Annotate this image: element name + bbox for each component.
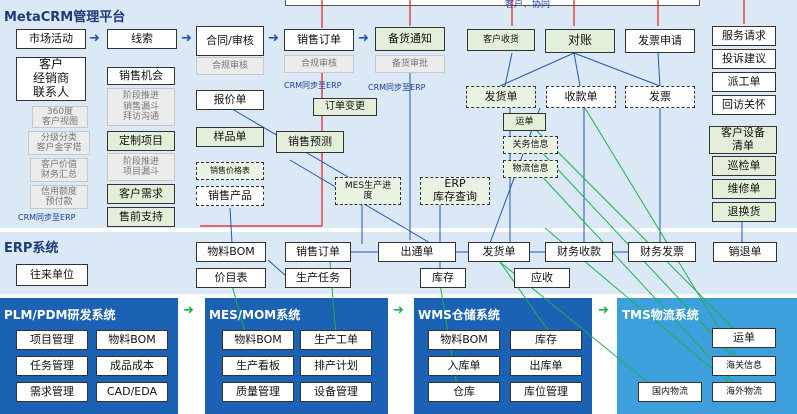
tms-logistics-box: 物流信息: [503, 160, 558, 178]
wms-box-3: 入库单: [428, 356, 500, 376]
mes-box-1: 物料BOM: [222, 330, 294, 350]
wms-box-5: 仓库: [428, 382, 500, 402]
sales-order-box: 销售订单: [284, 29, 354, 51]
plm-title: PLM/PDM研发系统: [4, 308, 116, 322]
complaint-box: 投诉建议: [712, 49, 776, 69]
arrow-right-icon: ➜: [358, 31, 369, 46]
invoice-request-box: 发票申请: [625, 29, 695, 53]
service-request-box: 服务请求: [712, 26, 776, 46]
plm-box-1: 项目管理: [16, 330, 88, 350]
sales-opportunity-box: 销售机会: [107, 67, 175, 85]
tms-waybill-box: 运单: [503, 113, 546, 131]
plm-box-5: 需求管理: [16, 382, 88, 402]
erp-material-bom-box: 物料BOM: [196, 242, 266, 262]
erp-production-task-box: 生产任务: [285, 268, 351, 288]
erp-fin-receipt-box: 财务收款: [545, 242, 613, 262]
invoice-box: 发票: [625, 86, 695, 108]
customer-demand-box: 客户需求: [107, 184, 175, 204]
plm-box-3: 任务管理: [16, 356, 88, 376]
tms-title: TMS物流系统: [622, 308, 699, 322]
erp-title: ERP系统: [4, 241, 59, 256]
inspection-box: 巡检单: [712, 156, 776, 176]
tms-waybill: 运单: [712, 328, 776, 348]
project-funnel-box: 阶段推进 项目漏斗: [107, 153, 175, 181]
revisit-box: 回访关怀: [712, 95, 776, 115]
plm-box-4: 成品成本: [96, 356, 168, 376]
customer-grading: 分级分类 客户金字塔: [28, 131, 90, 155]
erp-fin-invoice-box: 财务发票: [628, 242, 696, 262]
arrow-right-icon: ➜: [181, 31, 192, 46]
customer-360-view: 360度 客户视图: [32, 106, 88, 128]
quote-box: 报价单: [196, 90, 264, 110]
mes-box-5: 质量管理: [222, 382, 294, 402]
contract-review-box: 合同/审核: [196, 26, 264, 56]
sales-forecast-box: 销售预测: [276, 131, 344, 153]
reconcile-box: 对账: [545, 29, 615, 53]
arrow-right-icon: ➜: [598, 303, 609, 318]
stock-notice-box: 备货通知: [375, 27, 445, 51]
sales-product-box: 销售产品: [196, 186, 264, 206]
mes-title: MES/MOM系统: [209, 308, 301, 322]
plm-box-2: 物料BOM: [96, 330, 168, 350]
erp-outbound-box: 出通单: [378, 242, 456, 262]
credit-limit: 信用额度 预付款: [30, 185, 88, 209]
sync-note-3: CRM同步至ERP: [368, 83, 426, 92]
sales-funnel-box: 阶段推进 销售漏斗 拜访沟通: [107, 88, 175, 126]
customer-value: 客户价值 财务汇总: [30, 158, 88, 182]
mes-box-6: 设备管理: [300, 382, 372, 402]
market-activity-box: 市场活动: [16, 29, 86, 49]
crm-title: MetaCRM管理平台: [4, 10, 126, 25]
leads-box: 线索: [107, 29, 177, 49]
tms-customs-box: 关务信息: [503, 136, 558, 154]
mes-box-4: 排产计划: [300, 356, 372, 376]
wms-box-2: 库存: [510, 330, 582, 350]
presales-support-box: 售前支持: [107, 207, 175, 227]
crm-top-label-box: [285, 0, 700, 6]
sync-note-1: CRM同步至ERP: [18, 213, 76, 222]
customer-box: 客户 经销商 联系人: [16, 57, 86, 101]
contract-compliance-box: 合规审核: [196, 57, 264, 75]
tms-overseas: 海外物流: [712, 382, 776, 402]
erp-ship-box: 发货单: [468, 242, 530, 262]
sales-order-compliance-box: 合规审核: [284, 55, 354, 73]
erp-sales-order-box: 销售订单: [285, 242, 351, 262]
erp-inventory-box: ERP 库存查询: [420, 177, 490, 205]
erp-sales-return-box: 销退单: [713, 242, 777, 262]
sample-box: 样品单: [196, 127, 264, 147]
dispatch-box: 派工单: [712, 72, 776, 92]
erp-stock-box: 库存: [420, 268, 466, 288]
arrow-right-icon: ➜: [268, 31, 279, 46]
mes-box-3: 生产看板: [222, 356, 294, 376]
wms-title: WMS仓储系统: [418, 308, 500, 322]
stock-approval-box: 备货审批: [375, 55, 445, 73]
erp-price-list-box: 价目表: [196, 268, 266, 288]
custom-project-box: 定制项目: [107, 131, 175, 151]
receipt-order-box: 收款单: [546, 86, 616, 108]
sync-note-2: CRM同步至ERP: [284, 81, 342, 90]
customer-device-box: 客户设备 清单: [709, 126, 777, 154]
mes-box-2: 生产工单: [300, 330, 372, 350]
tms-domestic: 国内物流: [638, 382, 702, 402]
arrow-right-icon: ➜: [89, 31, 100, 46]
crm-top-label: 客户、协同: [505, 0, 551, 10]
order-change-box: 订单变更: [313, 98, 377, 116]
wms-box-4: 出库单: [510, 356, 582, 376]
price-list-box: 销售价格表: [196, 162, 264, 180]
mes-progress-box: MES生产进 度: [335, 177, 401, 205]
erp-ledger-box: 往来单位: [16, 264, 88, 286]
tms-customs-info: 海关信息: [712, 356, 776, 376]
customer-receipt-box: 客户收货: [467, 29, 535, 51]
ship-order-box: 发货单: [466, 86, 536, 108]
return-box: 退换货: [712, 202, 776, 222]
erp-receivable-box: 应收: [514, 268, 570, 288]
plm-box-6: CAD/EDA: [96, 382, 168, 402]
arrow-right-icon: ➜: [393, 303, 404, 318]
wms-box-6: 库位管理: [510, 382, 582, 402]
wms-box-1: 物料BOM: [428, 330, 500, 350]
arrow-right-icon: ➜: [183, 303, 194, 318]
repair-box: 维修单: [712, 179, 776, 199]
